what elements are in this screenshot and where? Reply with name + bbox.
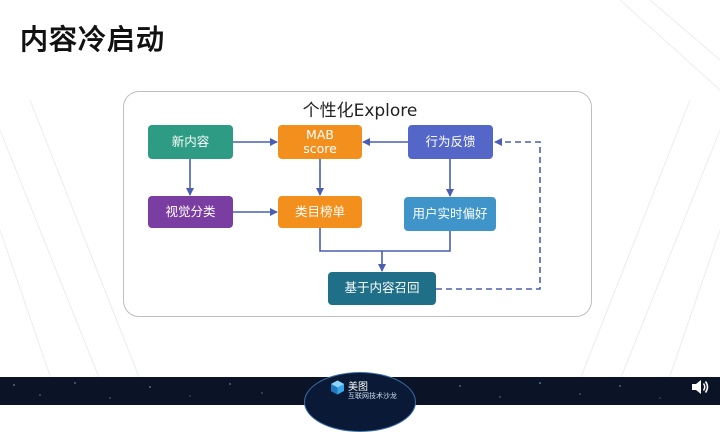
starfield-decoration xyxy=(13,382,661,399)
node-category-list: 类目榜单 xyxy=(278,196,362,228)
background-decoration xyxy=(0,0,720,405)
logo-subtext: 互联网技术沙龙 xyxy=(348,392,397,400)
node-behavior-feedback: 行为反馈 xyxy=(408,125,493,159)
node-new-content: 新内容 xyxy=(148,125,233,159)
frame-title: 个性化Explore xyxy=(302,101,418,121)
node-user-realtime-pref: 用户实时偏好 xyxy=(404,197,496,231)
cube-logo-icon xyxy=(331,380,344,395)
node-content-recall: 基于内容召回 xyxy=(328,272,436,305)
line-category-to-merge xyxy=(319,228,382,252)
logo-text: 美图 xyxy=(348,382,368,393)
node-new-content-label: 新内容 xyxy=(171,133,210,149)
flow-connectors xyxy=(186,138,541,290)
node-visual-category-label: 视觉分类 xyxy=(165,203,216,219)
slide-title: 内容冷启动 xyxy=(20,23,166,56)
node-content-recall-label: 基于内容召回 xyxy=(344,280,420,296)
node-visual-category: 视觉分类 xyxy=(148,196,233,228)
dashed-feedback-loop xyxy=(436,138,541,290)
node-category-list-label: 类目榜单 xyxy=(294,203,345,219)
node-behavior-feedback-label: 行为反馈 xyxy=(425,133,476,149)
line-pref-to-merge xyxy=(382,231,451,252)
speaker-icon[interactable] xyxy=(690,378,710,396)
node-mab-line1: MAB xyxy=(306,126,334,142)
node-mab-score: MAB score xyxy=(278,125,362,159)
node-user-realtime-pref-label: 用户实时偏好 xyxy=(412,205,488,221)
node-mab-line2: score xyxy=(303,141,337,156)
